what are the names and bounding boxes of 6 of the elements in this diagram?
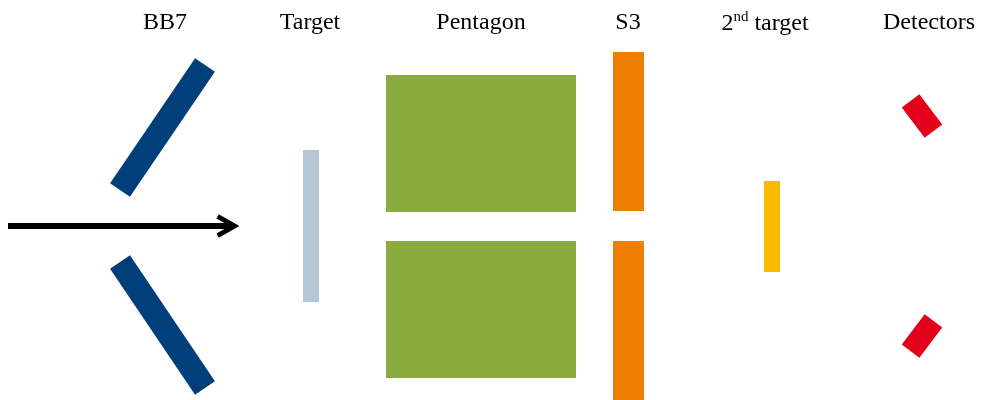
section-label: Target (279, 9, 341, 33)
section-label: Pentagon (436, 9, 526, 33)
section-label: Detectors (883, 9, 975, 33)
section-label: 2$^{nd}$ target (721, 9, 809, 34)
section-label: S3 (615, 9, 641, 33)
section-label: BB7 (143, 9, 187, 33)
